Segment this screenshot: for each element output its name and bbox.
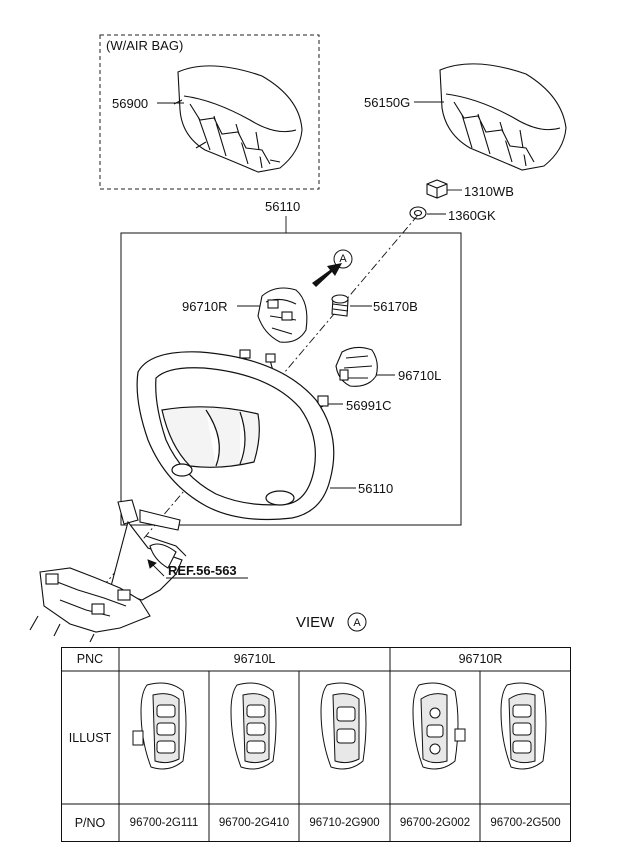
airbag-variant-label: (W/AIR BAG) bbox=[106, 38, 184, 53]
label-56170B: 56170B bbox=[373, 299, 418, 314]
view-a-circle bbox=[347, 612, 367, 632]
washer-1360GK bbox=[409, 206, 427, 220]
switch-2G002 bbox=[412, 682, 466, 770]
airbag-variant-box bbox=[99, 34, 320, 190]
label-96710L: 96710L bbox=[398, 368, 442, 383]
pno-2G002: 96700-2G002 bbox=[399, 817, 471, 829]
row-header-pnc: PNC bbox=[76, 652, 104, 666]
steering-column bbox=[29, 499, 187, 643]
label-1360GK: 1360GK bbox=[448, 208, 496, 223]
airbag-module-56900 bbox=[173, 65, 303, 173]
pno-2G111: 96700-2G111 bbox=[129, 817, 199, 829]
assembly-frame bbox=[120, 232, 462, 526]
marker-a-letter: A bbox=[339, 253, 347, 265]
switch-2G111 bbox=[132, 682, 187, 770]
switch-2G500 bbox=[500, 682, 547, 770]
label-1310WB: 1310WB bbox=[464, 184, 514, 199]
steering-wheel-56110 bbox=[136, 351, 335, 521]
pno-2G900: 96710-2G900 bbox=[309, 817, 380, 829]
ref-leader bbox=[147, 559, 248, 579]
row-header-pno: P/NO bbox=[74, 816, 106, 830]
pno-2G500: 96700-2G500 bbox=[490, 817, 561, 829]
view-title: VIEW bbox=[296, 614, 335, 631]
switch-2G900 bbox=[320, 682, 367, 770]
switch-2G410 bbox=[230, 682, 277, 770]
pnc-96710R: 96710R bbox=[458, 652, 503, 666]
switch-96710L bbox=[335, 346, 378, 387]
row-header-illust: ILLUST bbox=[68, 730, 112, 745]
nut-1310WB bbox=[426, 179, 448, 199]
view-marker: A bbox=[353, 617, 361, 629]
contact-56170B bbox=[331, 294, 349, 317]
pno-2G410: 96700-2G410 bbox=[218, 817, 290, 829]
label-56110-wheel: 56110 bbox=[358, 481, 394, 496]
switch-illustrations bbox=[132, 682, 547, 770]
leader-lines bbox=[157, 101, 462, 489]
table-grid bbox=[61, 647, 571, 842]
cover-56150G bbox=[439, 63, 567, 171]
view-a-marker bbox=[312, 249, 353, 287]
switch-96710R bbox=[257, 287, 308, 343]
label-56900: 56900 bbox=[112, 96, 149, 111]
parts-table: PNC ILLUST P/NO 96710L 96710R bbox=[61, 647, 571, 842]
label-96710R: 96710R bbox=[182, 299, 228, 314]
label-56110-top: 56110 bbox=[265, 199, 301, 214]
pnc-96710L: 96710L bbox=[233, 652, 276, 666]
label-56991C: 56991C bbox=[346, 398, 392, 413]
ref-label: REF.56-563 bbox=[168, 563, 237, 578]
label-56150G: 56150G bbox=[364, 95, 411, 110]
